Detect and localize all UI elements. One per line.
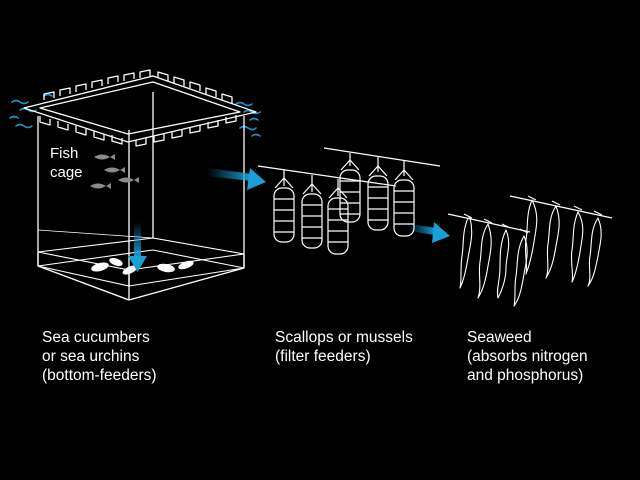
seaweed-blade [587,217,602,287]
lantern-net [301,175,323,249]
sea-cucumbers [91,257,194,275]
caption-filter-feeders-line-2: (filter feeders) [275,348,371,365]
arrow-to-seaweed [409,222,450,243]
seaweed-blade [570,211,584,283]
arrow-down [128,222,147,272]
fish-cage-label-line-1: Fish [50,145,79,162]
lantern-net [327,179,349,255]
seaweed-blade [477,223,492,299]
caption-seaweed: Seaweed (absorbs nitrogen and phosphorus… [467,328,588,385]
fish-cage-label: Fish cage [50,144,83,182]
seaweed-longline [447,195,613,233]
lantern-net [367,157,389,231]
seaweed-blade [524,199,538,275]
caption-seaweed-line-3: and phosphorus) [467,367,584,384]
lantern-net [393,161,415,237]
fish-group [90,154,139,189]
caption-bottom-feeders-line-3: (bottom-feeders) [42,367,157,384]
caption-filter-feeders: Scallops or mussels (filter feeders) [275,328,413,366]
lantern-net [339,153,361,223]
caption-filter-feeders-line-1: Scallops or mussels [275,329,413,346]
seaweed-blades [459,195,603,307]
caption-seaweed-line-2: (absorbs nitrogen [467,348,588,365]
caption-bottom-feeders: Sea cucumbers or sea urchins (bottom-fee… [42,328,157,385]
caption-bottom-feeders-line-1: Sea cucumbers [42,329,150,346]
seaweed-blade [459,217,473,289]
caption-seaweed-line-1: Seaweed [467,329,532,346]
fish-cage-label-line-2: cage [50,164,83,181]
arrow-to-shellfish [207,168,266,190]
caption-bottom-feeders-line-2: or sea urchins [42,348,140,365]
water-surface [9,93,261,137]
lantern-nets [273,153,415,255]
lantern-net [273,170,295,243]
seaweed-blade [545,205,560,279]
shellfish-longline [257,147,441,187]
seaweed-blade [496,229,510,299]
